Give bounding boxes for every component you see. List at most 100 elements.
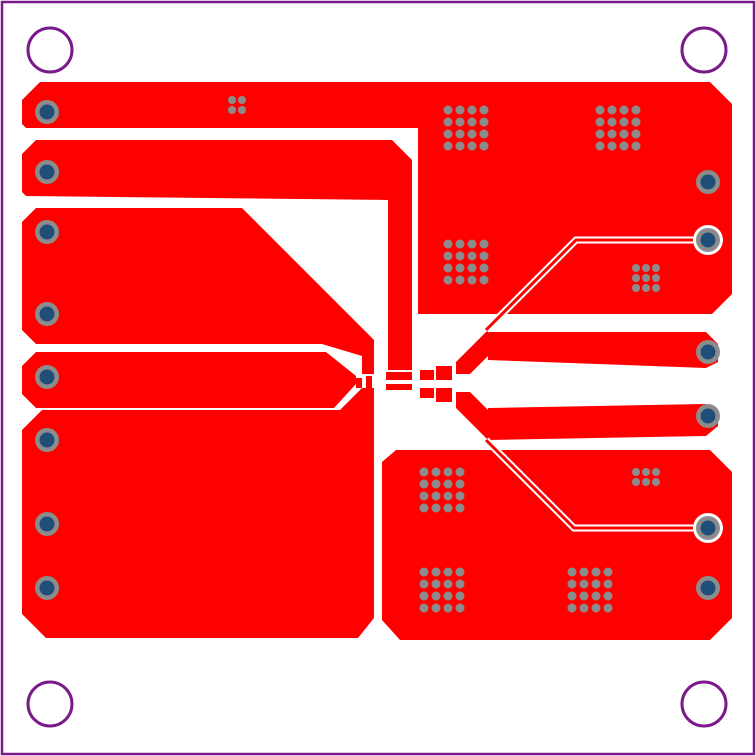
copper-pour-strip-3	[22, 208, 374, 374]
via	[431, 479, 441, 489]
via	[443, 479, 453, 489]
via	[419, 491, 429, 501]
edge-pad-left-5	[35, 365, 59, 389]
trace-lower-core	[484, 438, 708, 530]
via-array-top-right-2	[595, 105, 641, 151]
via	[443, 129, 453, 139]
via-array-lower-right-small	[632, 468, 660, 486]
copper-pour-top-right	[418, 82, 732, 314]
via	[455, 105, 465, 115]
via	[467, 263, 477, 273]
via	[652, 274, 660, 282]
via	[443, 251, 453, 261]
via	[431, 591, 441, 601]
via	[567, 567, 577, 577]
via	[579, 579, 589, 589]
via-array-lower-left	[419, 467, 465, 513]
edge-pad-right-3	[696, 340, 720, 364]
edge-pad-right-1	[696, 170, 720, 194]
via-array-bottom-2	[567, 567, 613, 613]
mounting-hole-top-left	[26, 26, 74, 74]
via	[455, 239, 465, 249]
via	[607, 117, 617, 127]
via	[455, 141, 465, 151]
via	[652, 468, 660, 476]
via	[595, 129, 605, 139]
pad-hole	[39, 164, 55, 180]
pad-hole	[39, 306, 55, 322]
pad-hole	[700, 408, 716, 424]
via	[467, 275, 477, 285]
edge-pad-left-6	[35, 428, 59, 452]
via	[607, 129, 617, 139]
via	[443, 467, 453, 477]
pad-hole	[700, 344, 716, 360]
copper-pours	[22, 82, 732, 640]
pad-hole	[39, 432, 55, 448]
component-pad-2	[436, 366, 452, 380]
pad-hole	[39, 369, 55, 385]
via	[443, 591, 453, 601]
via	[632, 478, 640, 486]
via	[455, 275, 465, 285]
via	[479, 141, 489, 151]
via	[479, 275, 489, 285]
edge-pad-left-4	[35, 302, 59, 326]
via	[603, 567, 613, 577]
edge-pads	[35, 100, 723, 600]
mounting-hole-bottom-left	[26, 680, 74, 728]
via	[579, 591, 589, 601]
via	[632, 284, 640, 292]
pad-hole	[700, 520, 716, 536]
via	[595, 117, 605, 127]
via	[419, 467, 429, 477]
via	[467, 141, 477, 151]
via	[603, 579, 613, 589]
via	[419, 603, 429, 613]
via-array-right-small	[632, 264, 660, 292]
pad-hole	[39, 104, 55, 120]
via	[419, 479, 429, 489]
via	[642, 274, 650, 282]
copper-pour-top-left-strip	[22, 82, 418, 128]
via	[419, 579, 429, 589]
via	[642, 478, 650, 486]
copper-pour-strip-2	[22, 140, 412, 370]
via	[443, 263, 453, 273]
via	[603, 591, 613, 601]
via	[631, 129, 641, 139]
via	[455, 479, 465, 489]
copper-center-upper-link	[456, 330, 488, 374]
edge-pad-left-7	[35, 512, 59, 536]
via	[652, 264, 660, 272]
via	[443, 503, 453, 513]
signal-traces	[483, 236, 708, 532]
via	[619, 117, 629, 127]
via	[591, 567, 601, 577]
via	[455, 263, 465, 273]
via	[632, 468, 640, 476]
via	[419, 591, 429, 601]
via	[603, 603, 613, 613]
copper-center-lower-link	[456, 392, 488, 440]
via	[455, 603, 465, 613]
pad-hole	[39, 224, 55, 240]
via	[419, 503, 429, 513]
edge-pad-right-4	[696, 404, 720, 428]
via	[631, 105, 641, 115]
mounting-holes	[26, 26, 728, 728]
component-pad-4	[436, 388, 452, 402]
via	[455, 503, 465, 513]
mounting-hole-top-right	[680, 26, 728, 74]
edge-pad-right-5	[693, 513, 723, 543]
via	[228, 106, 236, 114]
via	[443, 105, 453, 115]
component-pad-8	[356, 378, 362, 388]
mounting-hole-bottom-right	[680, 680, 728, 728]
via	[431, 567, 441, 577]
via	[431, 467, 441, 477]
via	[455, 567, 465, 577]
pad-hole	[700, 174, 716, 190]
via	[467, 117, 477, 127]
